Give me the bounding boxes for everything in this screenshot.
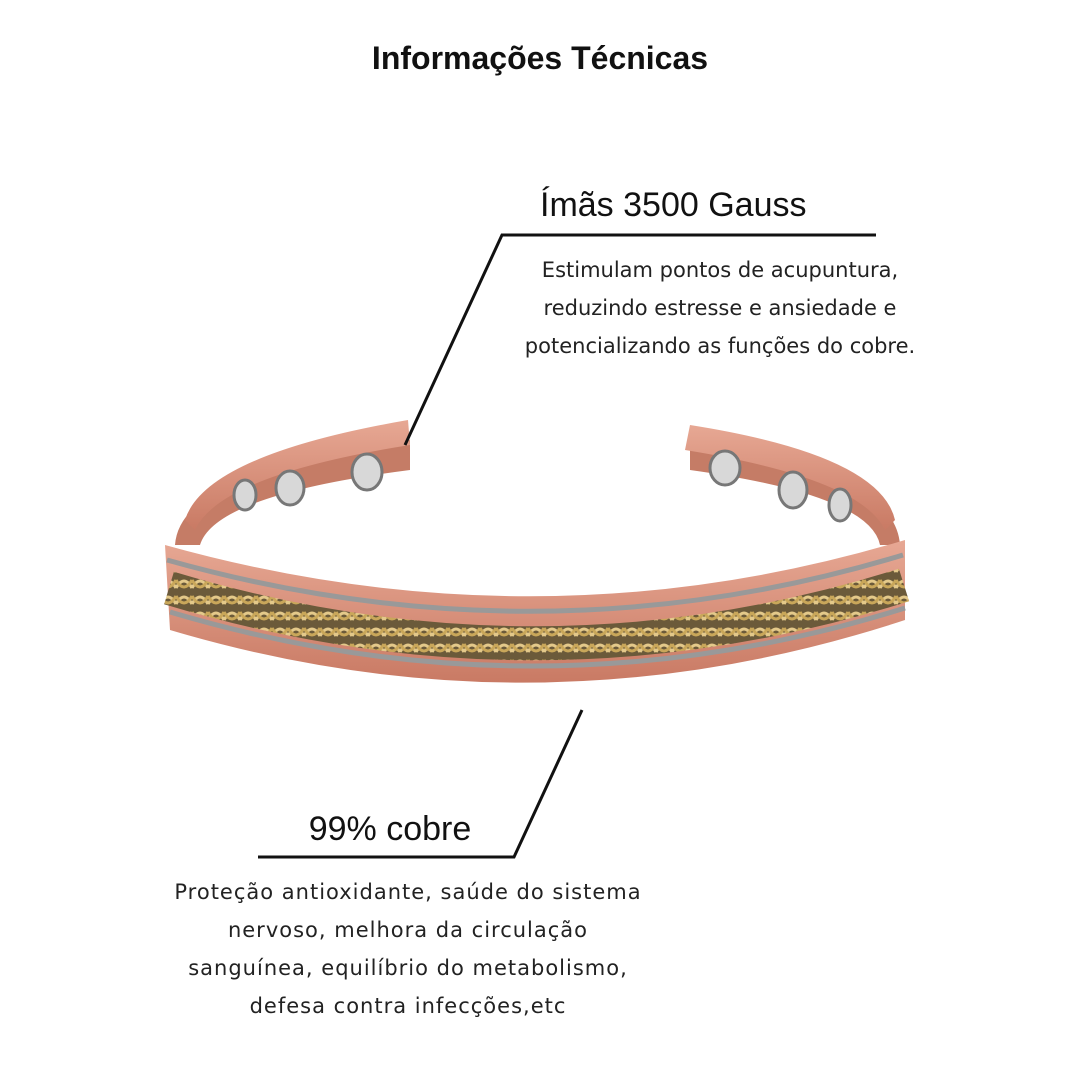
page-title: Informações Técnicas	[371, 40, 709, 76]
desc-line: reduzindo estresse e ansiedade e	[543, 296, 897, 320]
desc-line: nervoso, melhora da circulação	[227, 918, 589, 942]
callout-lines	[258, 233, 876, 859]
magnets-description: Estimulam pontos de acupuntura, reduzind…	[490, 251, 950, 365]
desc-line: potencializando as funções do cobre.	[524, 334, 916, 358]
copper-heading: 99% cobre	[308, 810, 472, 848]
copper-description: Proteção antioxidante, saúde do sistema …	[108, 873, 708, 1025]
magnets-heading: Ímãs 3500 Gauss	[540, 186, 807, 224]
desc-line: Estimulam pontos de acupuntura,	[541, 258, 899, 282]
desc-line: Proteção antioxidante, saúde do sistema	[174, 880, 642, 904]
desc-line: defesa contra infecções,etc	[249, 994, 567, 1018]
desc-line: sanguínea, equilíbrio do metabolismo,	[188, 956, 628, 980]
magnet-icons	[232, 449, 853, 523]
